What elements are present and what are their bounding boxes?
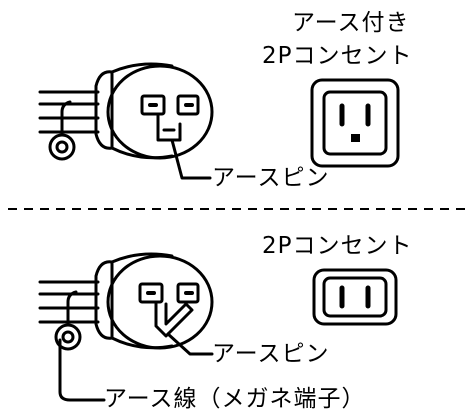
pin-label-bottom: アースピン xyxy=(212,341,330,367)
grounded-outlet-icon xyxy=(310,78,400,168)
pin-leader-top xyxy=(170,138,212,180)
pin-label-top: アースピン xyxy=(212,165,330,191)
outlet-caption-line2: 2Pコンセント xyxy=(262,43,413,69)
grounded-plug-icon xyxy=(38,62,214,161)
outlet-caption-bottom: 2Pコンセント xyxy=(262,233,413,259)
wire-leader xyxy=(58,338,106,402)
outlet-caption-line1: アース付き xyxy=(292,10,410,36)
adapter-plug-icon xyxy=(38,252,214,351)
pin-leader-bottom xyxy=(166,332,214,356)
wire-label: アース線（メガネ端子） xyxy=(104,386,366,412)
two-prong-outlet-icon xyxy=(312,268,398,326)
